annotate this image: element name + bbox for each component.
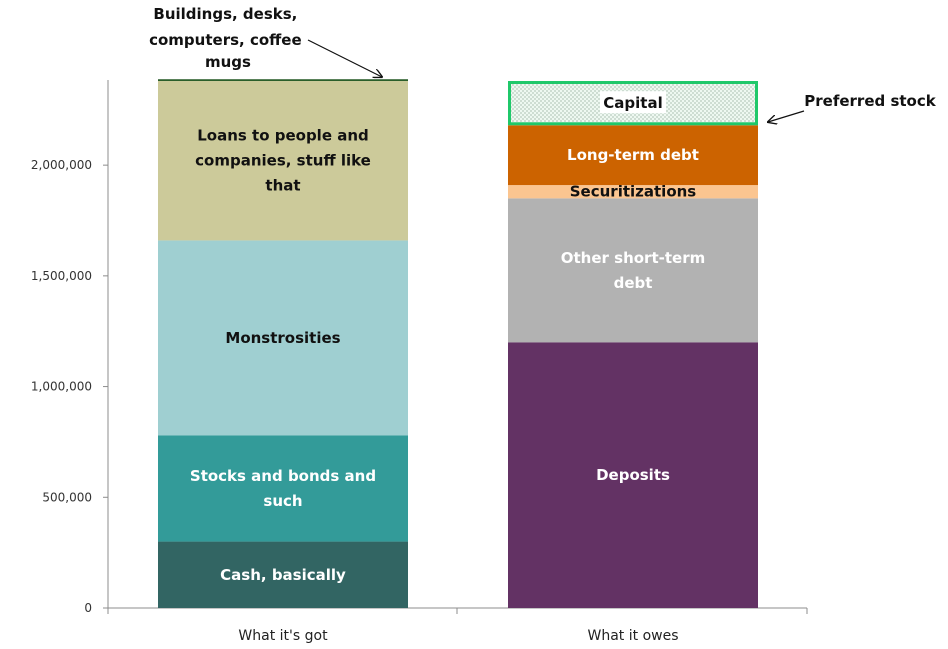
segment-label: Securitizations <box>570 183 697 201</box>
bar-segment <box>508 342 758 608</box>
annotation-buildings-line: computers, coffee <box>149 31 302 49</box>
annotation-buildings-line: Buildings, desks, <box>153 5 297 23</box>
annotation-arrow <box>768 110 805 122</box>
bar-segment <box>158 240 408 436</box>
bar-segment <box>508 125 758 186</box>
bar-segment <box>158 541 408 608</box>
y-tick-label: 0 <box>84 601 92 615</box>
y-tick-label: 1,500,000 <box>31 269 92 283</box>
segment-label: Deposits <box>596 466 670 484</box>
category-label: What it owes <box>588 628 679 644</box>
annotation-preferred-stock: Preferred stock <box>804 92 936 110</box>
y-ticks: 0 500,000 1,000,000 1,500,000 2,000,000 <box>31 158 108 615</box>
annotation-buildings-line: mugs <box>205 53 251 71</box>
annotation-arrow <box>307 39 382 77</box>
y-tick-label: 2,000,000 <box>31 158 92 172</box>
category-label: What it's got <box>238 628 328 644</box>
y-tick-label: 1,000,000 <box>31 380 92 394</box>
segment-label: Cash, basically <box>220 566 346 584</box>
annotation-buildings: Buildings, desks, computers, coffee mugs <box>149 5 307 71</box>
bar-segment <box>508 198 758 343</box>
bar-segment <box>508 185 758 199</box>
segment-label-box <box>600 91 666 114</box>
segment-label: Capital <box>603 94 662 112</box>
category-labels: What it's got What it owes <box>238 628 678 644</box>
bar-segment <box>158 81 408 241</box>
segment-label: Long-term debt <box>567 146 699 164</box>
bar-segment <box>158 79 408 81</box>
annotations: Buildings, desks, computers, coffee mugs… <box>149 5 937 122</box>
bar-segment <box>158 435 408 542</box>
y-tick-label: 500,000 <box>42 490 92 504</box>
segment-label: Monstrosities <box>225 329 340 347</box>
